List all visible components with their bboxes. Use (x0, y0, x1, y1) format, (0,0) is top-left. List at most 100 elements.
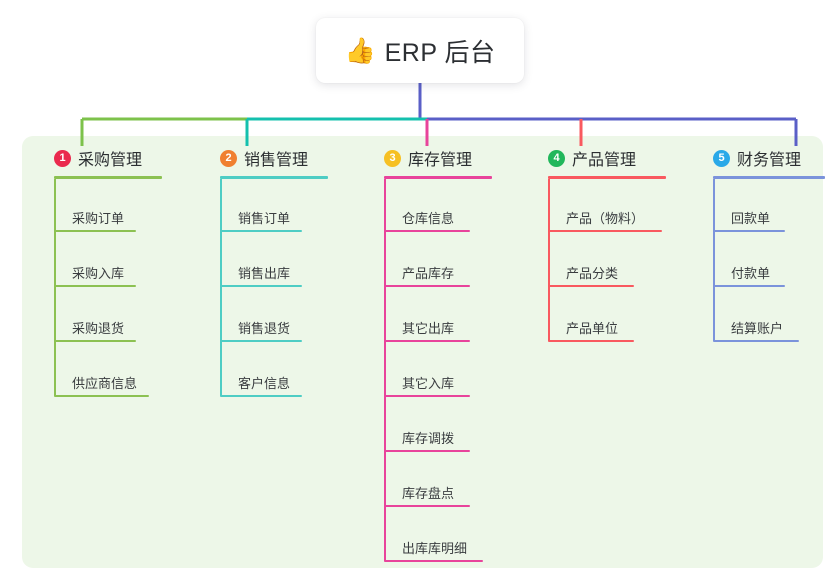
menu-item[interactable]: 库存调拨 (368, 401, 492, 456)
menu-item-underline (548, 230, 662, 232)
category-header-4[interactable]: 4 产品管理 (532, 146, 666, 170)
menu-item-label: 产品（物料） (566, 211, 645, 226)
menu-item-underline (54, 230, 136, 232)
menu-item-label: 供应商信息 (72, 376, 138, 391)
menu-item-underline (384, 450, 470, 452)
menu-item[interactable]: 采购退货 (38, 291, 162, 346)
menu-item-underline (713, 230, 785, 232)
menu-item-underline (548, 285, 634, 287)
menu-item-label: 销售订单 (238, 211, 291, 226)
menu-item[interactable]: 采购入库 (38, 236, 162, 291)
category-spine (54, 179, 56, 396)
menu-item-underline (713, 285, 785, 287)
menu-item-underline (220, 340, 302, 342)
category-spine (384, 179, 386, 561)
category-item-list: 仓库信息产品库存其它出库其它入库库存调拨库存盘点出库库明细 (368, 179, 492, 566)
category-badge-icon: 2 (220, 149, 237, 167)
menu-item[interactable]: 产品单位 (532, 291, 666, 346)
menu-item-underline (384, 395, 470, 397)
menu-item-label: 采购退货 (72, 321, 125, 336)
category-header-1[interactable]: 1 采购管理 (38, 146, 162, 170)
menu-item[interactable]: 产品分类 (532, 236, 666, 291)
category-underline (220, 176, 328, 179)
root-node-title: ERP 后台 (384, 38, 496, 67)
category-spine (548, 179, 550, 341)
menu-item[interactable]: 回款单 (697, 181, 825, 236)
menu-item[interactable]: 客户信息 (204, 346, 328, 401)
menu-item-label: 库存调拨 (402, 431, 455, 446)
menu-item-label: 付款单 (731, 266, 771, 281)
menu-item-underline (384, 505, 470, 507)
category-header-2[interactable]: 2 销售管理 (204, 146, 328, 170)
menu-item[interactable]: 库存盘点 (368, 456, 492, 511)
root-node-card[interactable]: 👍 ERP 后台 (316, 18, 524, 83)
menu-item-label: 库存盘点 (402, 486, 455, 501)
menu-item-label: 销售退货 (238, 321, 291, 336)
menu-item-label: 客户信息 (238, 376, 291, 391)
menu-item[interactable]: 出库库明细 (368, 511, 492, 566)
category-spine (713, 179, 715, 341)
category-badge-icon: 4 (548, 149, 565, 167)
category-column-3: 3 库存管理仓库信息产品库存其它出库其它入库库存调拨库存盘点出库库明细 (368, 146, 492, 566)
menu-item-underline (54, 395, 149, 397)
category-title: 财务管理 (737, 152, 802, 169)
category-title: 库存管理 (408, 152, 473, 169)
menu-item-label: 产品单位 (566, 321, 619, 336)
menu-item-underline (548, 340, 634, 342)
category-badge-icon: 1 (54, 149, 71, 167)
menu-item[interactable]: 其它出库 (368, 291, 492, 346)
menu-item[interactable]: 销售出库 (204, 236, 328, 291)
menu-item-underline (220, 395, 302, 397)
menu-item[interactable]: 销售退货 (204, 291, 328, 346)
menu-item-underline (220, 285, 302, 287)
menu-item[interactable]: 产品（物料） (532, 181, 666, 236)
menu-item[interactable]: 其它入库 (368, 346, 492, 401)
category-spine (220, 179, 222, 396)
menu-item-underline (384, 285, 470, 287)
menu-item-label: 出库库明细 (402, 541, 468, 556)
menu-item[interactable]: 供应商信息 (38, 346, 162, 401)
menu-item-label: 回款单 (731, 211, 771, 226)
category-badge-icon: 3 (384, 149, 401, 167)
menu-item-label: 产品库存 (402, 266, 455, 281)
category-column-1: 1 采购管理采购订单采购入库采购退货供应商信息 (38, 146, 162, 401)
category-column-2: 2 销售管理销售订单销售出库销售退货客户信息 (204, 146, 328, 401)
category-title: 采购管理 (78, 152, 143, 169)
menu-item[interactable]: 采购订单 (38, 181, 162, 236)
category-underline (548, 176, 666, 179)
category-header-5[interactable]: 5 财务管理 (697, 146, 825, 170)
menu-item-underline (384, 560, 483, 562)
menu-item-underline (713, 340, 799, 342)
menu-item-underline (384, 340, 470, 342)
category-underline (54, 176, 162, 179)
category-title: 产品管理 (572, 152, 637, 169)
category-underline (384, 176, 492, 179)
category-column-5: 5 财务管理回款单付款单结算账户 (697, 146, 825, 346)
menu-item[interactable]: 结算账户 (697, 291, 825, 346)
category-title: 销售管理 (244, 152, 309, 169)
menu-item-label: 采购订单 (72, 211, 125, 226)
category-header-3[interactable]: 3 库存管理 (368, 146, 492, 170)
menu-item[interactable]: 仓库信息 (368, 181, 492, 236)
category-item-list: 采购订单采购入库采购退货供应商信息 (38, 179, 162, 401)
menu-item-label: 结算账户 (731, 321, 784, 336)
diagram-background-panel (22, 136, 823, 568)
menu-item-label: 其它入库 (402, 376, 455, 391)
thumbs-up-icon: 👍 (344, 36, 376, 65)
menu-item[interactable]: 销售订单 (204, 181, 328, 236)
menu-item-label: 其它出库 (402, 321, 455, 336)
menu-item-label: 采购入库 (72, 266, 125, 281)
menu-item-underline (54, 340, 136, 342)
menu-item-underline (54, 285, 136, 287)
category-badge-icon: 5 (713, 149, 730, 167)
menu-item-label: 产品分类 (566, 266, 619, 281)
category-item-list: 回款单付款单结算账户 (697, 179, 825, 346)
category-underline (713, 176, 825, 179)
menu-item-label: 仓库信息 (402, 211, 455, 226)
menu-item[interactable]: 产品库存 (368, 236, 492, 291)
menu-item-underline (384, 230, 470, 232)
menu-item[interactable]: 付款单 (697, 236, 825, 291)
category-item-list: 产品（物料） 产品分类产品单位 (532, 179, 666, 346)
